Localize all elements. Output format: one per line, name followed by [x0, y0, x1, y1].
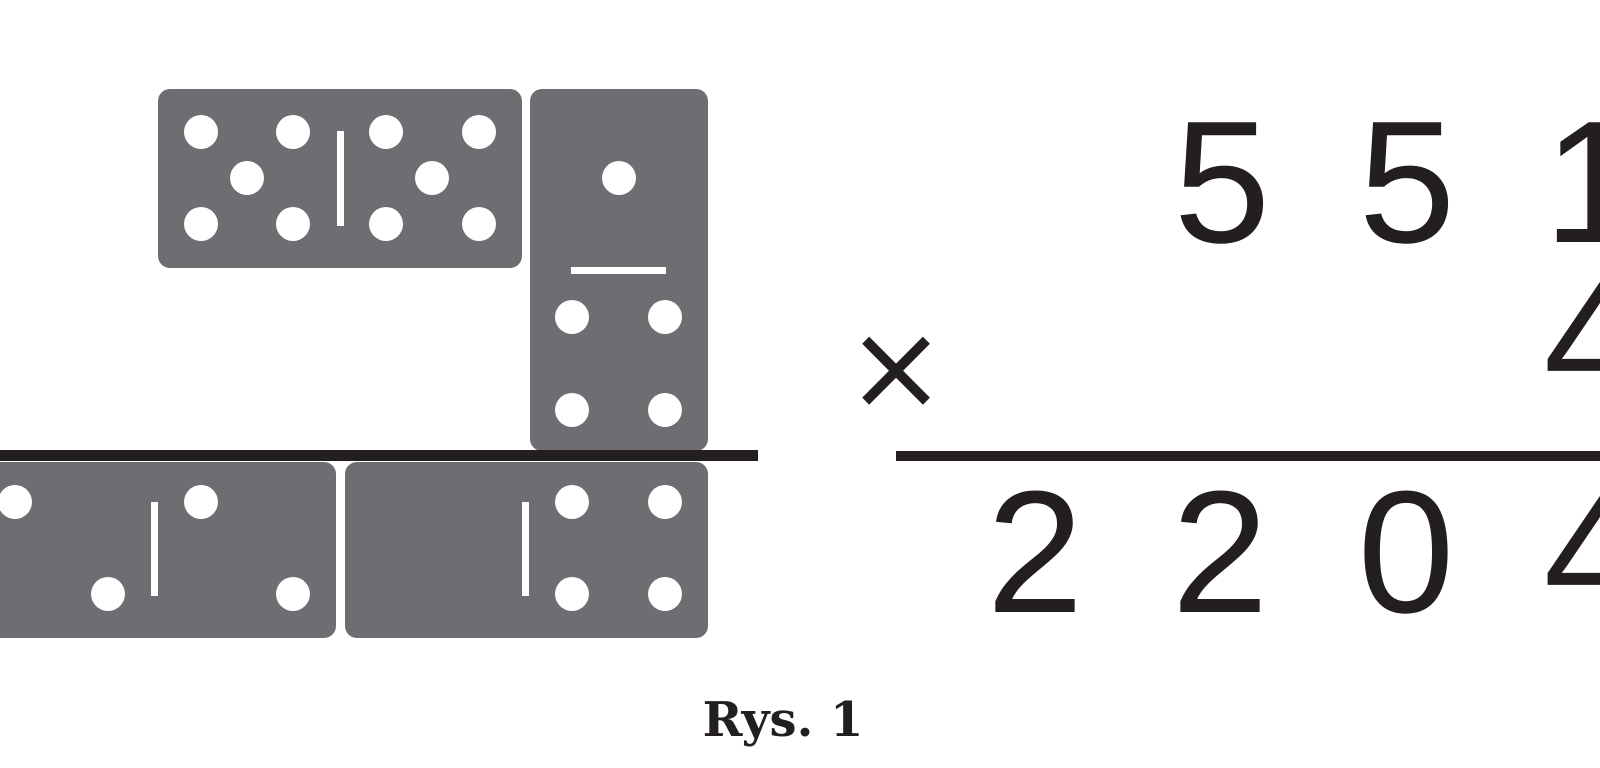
pip	[555, 577, 589, 611]
domino-pips-right	[555, 485, 682, 611]
pip	[276, 207, 310, 241]
domino-divider	[337, 131, 344, 226]
product-digit: 2	[1172, 454, 1269, 649]
pip	[184, 115, 218, 149]
pip	[276, 115, 310, 149]
domino-body	[0, 462, 336, 638]
pip	[184, 485, 218, 519]
product-digit: 2	[987, 454, 1084, 649]
multiplicand-digit: 5	[1359, 84, 1456, 279]
domino-pips-left	[0, 485, 125, 611]
pip	[415, 161, 449, 195]
domino-pips-left	[184, 115, 310, 241]
pip	[91, 577, 125, 611]
multiplicand-digit: 5	[1174, 84, 1271, 279]
domino-group	[0, 89, 758, 638]
pip	[462, 115, 496, 149]
domino-pips-right	[369, 115, 496, 241]
domino-pips-right	[184, 485, 310, 611]
multiplier-digit: 4	[1544, 240, 1600, 435]
figure-caption: Rys. 1	[703, 692, 864, 748]
domino-bottom-right	[345, 462, 708, 638]
domino-pips-bottom	[555, 300, 682, 427]
domino-divider	[571, 267, 666, 274]
pip	[648, 300, 682, 334]
pip	[184, 207, 218, 241]
pip	[648, 577, 682, 611]
pip	[555, 300, 589, 334]
product-digit: 0	[1358, 454, 1455, 649]
domino-bottom-left	[0, 462, 336, 638]
product-digit: 4	[1544, 454, 1600, 649]
multiplicand-digit: 1	[1544, 84, 1600, 279]
numeric-result-line	[896, 451, 1600, 461]
domino-result-line	[0, 450, 758, 461]
pip	[230, 161, 264, 195]
pip	[369, 207, 403, 241]
pip	[369, 115, 403, 149]
domino-divider	[151, 502, 158, 596]
pip	[462, 207, 496, 241]
pip	[555, 485, 589, 519]
domino-top-horizontal	[158, 89, 522, 268]
domino-divider	[522, 502, 529, 596]
pip	[648, 485, 682, 519]
pip	[0, 485, 32, 519]
pip	[276, 577, 310, 611]
domino-vertical	[530, 89, 708, 451]
pip	[602, 161, 636, 195]
multiply-sign: ×	[846, 299, 947, 438]
pip	[648, 393, 682, 427]
domino-pips-top	[602, 161, 636, 195]
pip	[555, 393, 589, 427]
numeric-multiplication: 5 5 1 4 2 2 0 4	[896, 84, 1600, 649]
